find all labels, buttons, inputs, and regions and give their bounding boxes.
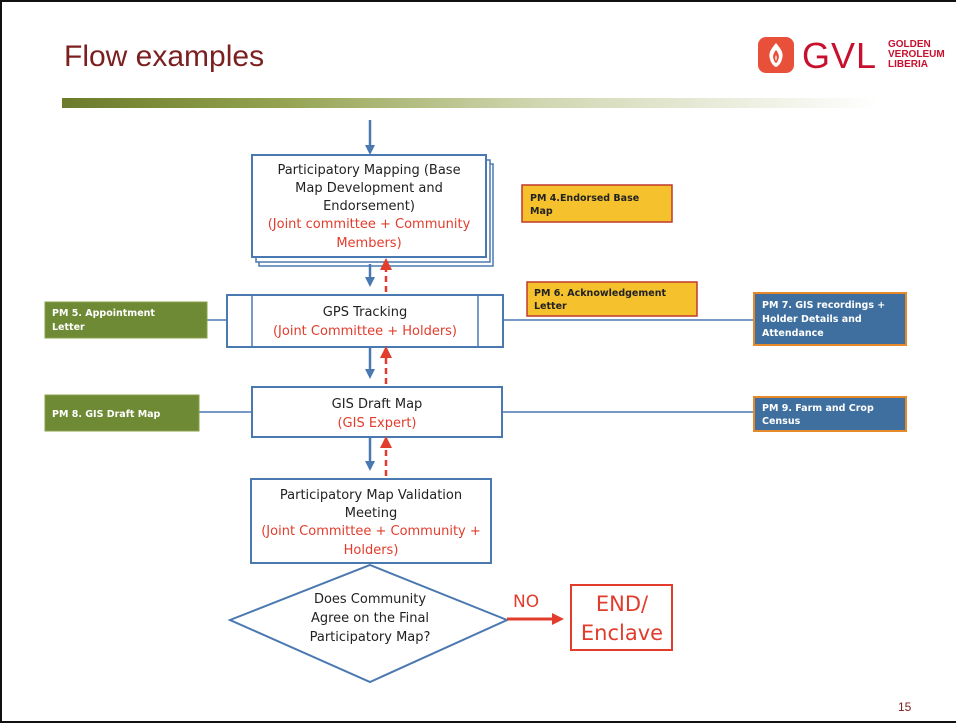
gvl-flame-logo-icon	[758, 37, 794, 73]
pm-box-line: Endorsement)	[323, 199, 415, 214]
tag-pm5-line: Letter	[52, 322, 85, 333]
tag-pm8: PM 8. GIS Draft Map	[44, 394, 200, 432]
validation-box-sub: Holders)	[344, 543, 399, 558]
gis-box-line: GIS Draft Map	[332, 397, 423, 412]
title-underline-bar	[62, 98, 922, 108]
gps-box-line: GPS Tracking	[323, 305, 407, 320]
decision-line: Participatory Map?	[310, 630, 431, 645]
tag-pm4-line: PM 4.Endorsed Base	[530, 193, 639, 204]
validation-meeting-box: Participatory Map Validation Meeting (Jo…	[250, 478, 492, 564]
logo-subtext: GOLDEN VEROLEUM LIBERIA	[888, 40, 945, 70]
pm-box-line: Participatory Mapping (Base	[277, 163, 460, 178]
pm-box-sub: (Joint committee + Community	[268, 217, 471, 232]
tag-pm7-line: Holder Details and	[762, 314, 862, 325]
decision-line: Does Community	[314, 592, 426, 607]
logo-sub-line: GOLDEN	[888, 39, 931, 50]
page-number: 15	[898, 700, 912, 714]
tag-pm7-line: PM 7. GIS recordings +	[762, 300, 885, 311]
logo-sub-line: LIBERIA	[888, 59, 928, 70]
logo-sub-line: VEROLEUM	[888, 49, 945, 60]
tag-pm6-line: PM 6. Acknowledgement	[534, 288, 666, 299]
tag-pm5: PM 5. Appointment Letter	[44, 301, 208, 339]
gis-box-sub: (GIS Expert)	[337, 416, 416, 431]
validation-box-sub: (Joint Committee + Community +	[261, 524, 481, 539]
no-label: NO	[513, 592, 539, 612]
tag-pm9-line: Census	[762, 416, 801, 427]
gps-box-sub: (Joint Committee + Holders)	[273, 324, 457, 339]
end-enclave-box: END/ Enclave	[570, 584, 673, 651]
validation-box-line: Meeting	[345, 506, 397, 521]
pm-box-sub: Members)	[336, 236, 401, 251]
tag-pm9-line: PM 9. Farm and Crop	[762, 403, 874, 414]
end-line: Enclave	[581, 621, 663, 645]
tag-pm6: PM 6. Acknowledgement Letter	[526, 281, 698, 317]
gis-draft-map-box: GIS Draft Map (GIS Expert)	[251, 386, 503, 438]
gps-tracking-box: GPS Tracking (Joint Committee + Holders)	[226, 294, 504, 348]
tag-pm7: PM 7. GIS recordings + Holder Details an…	[753, 292, 907, 346]
tag-pm6-line: Letter	[534, 301, 567, 312]
slide-title: Flow examples	[64, 40, 265, 73]
participatory-mapping-box: Participatory Mapping (Base Map Developm…	[251, 154, 494, 267]
tag-pm8-line: PM 8. GIS Draft Map	[52, 409, 161, 420]
tag-pm4: PM 4.Endorsed Base Map	[521, 184, 673, 223]
validation-box-line: Participatory Map Validation	[280, 488, 462, 503]
pm-box-line: Map Development and	[295, 181, 443, 196]
logo-text: GVL	[802, 35, 878, 76]
decision-diamond: Does Community Agree on the Final Partic…	[227, 563, 510, 684]
tag-pm4-line: Map	[530, 206, 553, 217]
end-line: END/	[596, 592, 649, 616]
tag-pm9: PM 9. Farm and Crop Census	[753, 396, 907, 432]
tag-pm5-line: PM 5. Appointment	[52, 308, 155, 319]
gvl-logo: GVL GOLDEN VEROLEUM LIBERIA	[758, 35, 956, 77]
tag-pm7-line: Attendance	[762, 328, 824, 339]
decision-line: Agree on the Final	[311, 611, 429, 626]
